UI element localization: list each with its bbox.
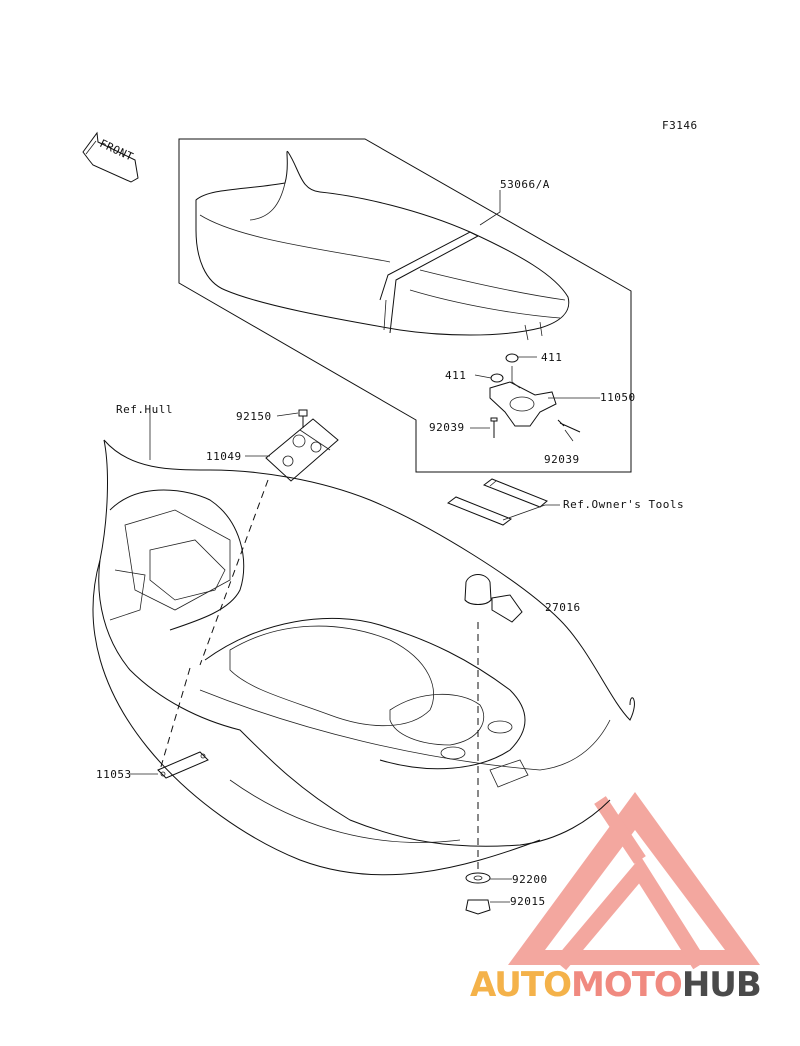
washer-411-left xyxy=(490,373,504,383)
cap-27016-drawing xyxy=(464,574,523,623)
washer-411-right xyxy=(505,353,519,363)
washer-92200-drawing xyxy=(465,872,491,884)
callout-411-left: 411 xyxy=(445,369,466,382)
pin-92039-right xyxy=(557,419,581,433)
callout-92015: 92015 xyxy=(510,895,546,908)
watermark-part3: HUB xyxy=(681,965,762,1005)
watermark-logo-icon xyxy=(508,792,760,971)
watermark-part1: AUTO xyxy=(470,965,572,1005)
watermark-text: AUTOMOTOHUB xyxy=(470,965,800,1005)
plate-11049-drawing xyxy=(265,418,339,482)
hull-drawing xyxy=(92,439,635,876)
callout-411-right: 411 xyxy=(541,351,562,364)
callout-92150: 92150 xyxy=(236,410,272,423)
seat-assembly-frame xyxy=(178,138,632,473)
owners-tools-strap-icon xyxy=(440,478,548,526)
nut-92015-drawing xyxy=(465,899,491,915)
callout-11050: 11050 xyxy=(600,391,636,404)
leader-lines xyxy=(130,190,600,903)
assembly-line xyxy=(159,479,269,771)
callout-53066-a: 53066/A xyxy=(500,178,550,191)
callout-11053: 11053 xyxy=(96,768,132,781)
callout-ref-hull: Ref.Hull xyxy=(116,403,173,416)
pin-92039-left xyxy=(490,417,498,438)
callout-92200: 92200 xyxy=(512,873,548,886)
callout-92039-right: 92039 xyxy=(544,453,580,466)
bolt-92150-drawing xyxy=(298,409,308,428)
strap-11053-drawing xyxy=(157,751,209,779)
callout-27016: 27016 xyxy=(545,601,581,614)
seat-drawing xyxy=(195,150,570,341)
front-label: FRONT xyxy=(98,137,136,164)
seat-bracket-drawing xyxy=(489,353,581,438)
callout-11049: 11049 xyxy=(206,450,242,463)
figure-code: F3146 xyxy=(662,119,698,132)
callout-ref-owners-tools: Ref.Owner's Tools xyxy=(563,498,684,511)
callout-92039-left: 92039 xyxy=(429,421,465,434)
front-arrow-icon: FRONT xyxy=(82,131,139,183)
watermark-part2: MOTO xyxy=(570,965,683,1005)
